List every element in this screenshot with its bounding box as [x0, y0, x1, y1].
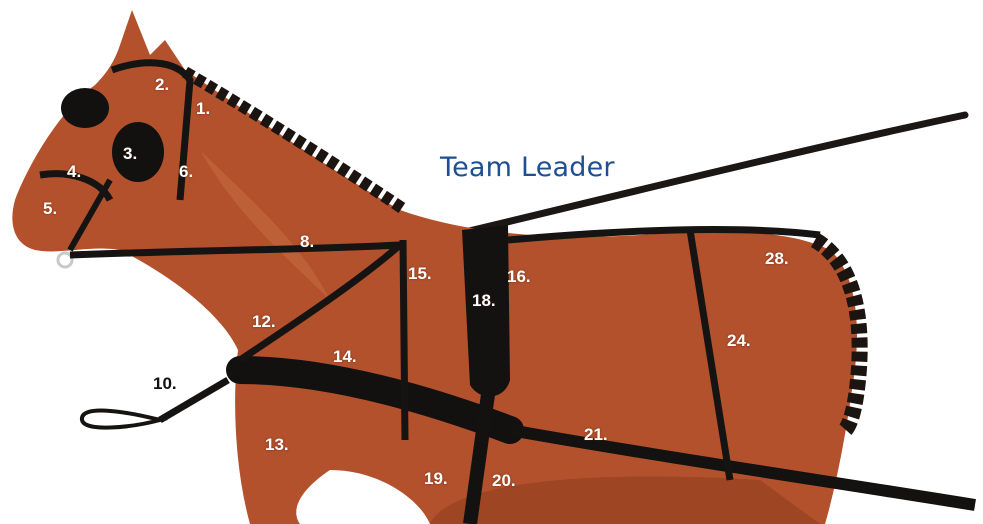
- label-2: 1.: [196, 100, 210, 117]
- label-12: 12.: [252, 313, 276, 330]
- label-10: 10.: [153, 375, 177, 392]
- label-8: 8.: [300, 233, 314, 250]
- diagram-title: Team Leader: [440, 152, 615, 183]
- label-15: 15.: [408, 265, 432, 282]
- label-1: 2.: [155, 76, 169, 93]
- label-28: 28.: [765, 250, 789, 267]
- blinker: [112, 122, 164, 182]
- label-13: 13.: [265, 436, 289, 453]
- label-5: 5.: [43, 200, 57, 217]
- bit-ring: [58, 253, 72, 267]
- label-6: 6.: [179, 163, 193, 180]
- label-24: 24.: [727, 332, 751, 349]
- lead-loop: [82, 411, 160, 428]
- terret-strap: [403, 240, 405, 440]
- label-20: 20.: [492, 472, 516, 489]
- label-19: 19.: [424, 470, 448, 487]
- horse-body: [12, 10, 857, 524]
- rosette: [61, 88, 109, 128]
- label-4: 4.: [67, 163, 81, 180]
- label-18: 18.: [472, 292, 496, 309]
- label-21: 21.: [584, 426, 608, 443]
- label-14: 14.: [333, 348, 357, 365]
- label-16: 16.: [507, 268, 531, 285]
- label-3: 3.: [123, 145, 137, 162]
